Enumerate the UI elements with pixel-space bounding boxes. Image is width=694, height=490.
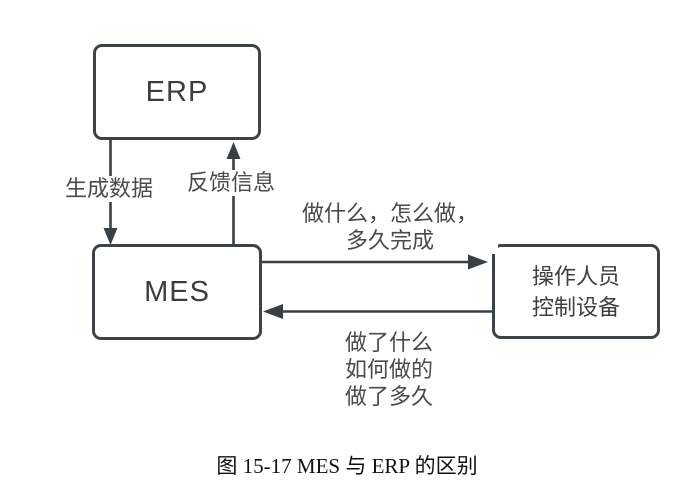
operator-node-line-1: 操作人员 bbox=[531, 263, 620, 289]
arrow-operator-to-mes bbox=[263, 304, 493, 319]
edge-label-operator-to-mes: 做了什么 如何做的 做了多久 bbox=[330, 329, 448, 410]
operator-node-label: 操作人员 控制设备 bbox=[532, 261, 620, 323]
operator-node-line-2: 控制设备 bbox=[531, 294, 620, 320]
edge-label-operator-to-mes-line-1: 做了什么 bbox=[344, 330, 433, 355]
edge-label-mes-to-operator-line-2: 多久完成 bbox=[345, 228, 434, 253]
erp-node: ERP bbox=[93, 44, 261, 140]
erp-node-label: ERP bbox=[145, 75, 209, 108]
operator-node: 操作人员 控制设备 bbox=[492, 244, 660, 339]
mes-node-label: MES bbox=[144, 275, 210, 308]
mes-node: MES bbox=[92, 244, 262, 340]
arrow-mes-to-operator bbox=[260, 254, 488, 270]
edge-label-mes-to-operator: 做什么，怎么做， 多久完成 bbox=[282, 200, 498, 254]
edge-label-generate-data: 生成数据 bbox=[63, 176, 156, 202]
figure-caption: 图 15-17 MES 与 ERP 的区别 bbox=[216, 454, 478, 478]
edge-label-feedback-info: 反馈信息 bbox=[185, 170, 278, 196]
edge-label-operator-to-mes-line-3: 做了多久 bbox=[344, 384, 433, 409]
edge-label-operator-to-mes-line-2: 如何做的 bbox=[344, 357, 433, 382]
edge-label-mes-to-operator-line-1: 做什么，怎么做， bbox=[301, 201, 478, 226]
